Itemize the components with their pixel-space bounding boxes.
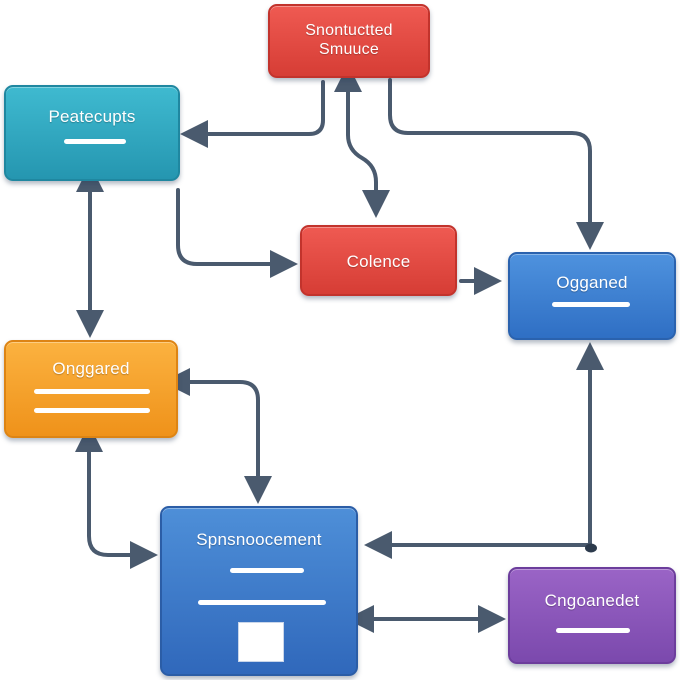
node-sponsorcement-text-bar-2	[198, 600, 326, 605]
edge-placements-to-coherence	[176, 188, 298, 278]
node-sponsorcement-text-bar-1	[230, 568, 304, 573]
node-sponsorcement-label: Spnsnoocement	[196, 530, 322, 549]
node-engagement-text-bar	[556, 628, 630, 633]
node-organized-left-text-bar-2	[34, 408, 150, 413]
node-coherence-label: Colence	[346, 252, 411, 271]
edge-structured-to-placements	[180, 80, 325, 148]
node-placements[interactable]: Peatecupts	[4, 85, 180, 181]
edge-structured-to-organized-right	[388, 78, 604, 250]
node-coherence[interactable]: Colence	[300, 225, 457, 296]
node-placements-label: Peatecupts	[48, 107, 136, 126]
node-organized-right-label: Ogganed	[556, 273, 628, 292]
node-organized-right[interactable]: Ogganed	[508, 252, 676, 340]
node-organized-right-text-bar	[552, 302, 630, 307]
node-organized-left-text-bar-1	[34, 389, 150, 394]
node-sponsorcement[interactable]: Spnsnoocement	[160, 506, 358, 676]
node-organized-left-label: Onggared	[52, 359, 130, 378]
node-engagement[interactable]: Cngoanedet	[508, 567, 676, 664]
edge-organized-left-sponsorcement	[162, 368, 272, 504]
node-organized-left[interactable]: Onggared	[4, 340, 178, 438]
node-structured-label: Snontuctted Smuuce	[305, 22, 393, 58]
node-placements-text-bar	[64, 139, 126, 144]
node-engagement-label: Cngoanedet	[544, 591, 640, 610]
edge-organized-left-to-sponsorcement	[75, 424, 158, 569]
node-sponsorcement-image-placeholder	[238, 622, 284, 662]
edge-structured-coherence	[334, 64, 390, 218]
node-structured[interactable]: Snontuctted Smuuce	[268, 4, 430, 78]
connector-junction-dot	[585, 543, 597, 553]
